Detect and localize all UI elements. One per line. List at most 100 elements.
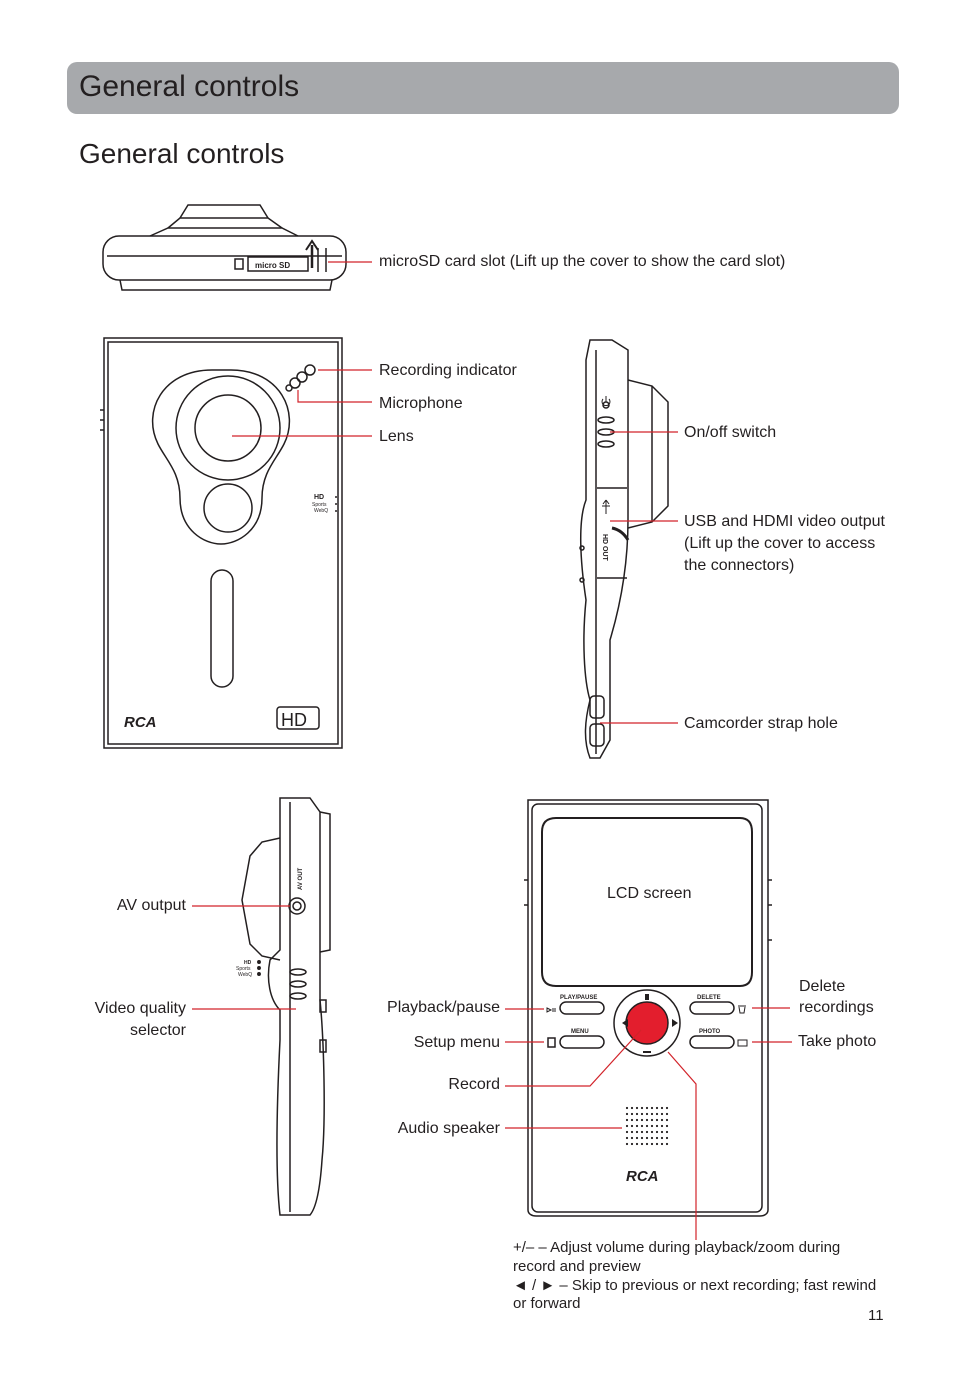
- speaker-hole: [635, 1136, 639, 1140]
- speaker-hole: [630, 1136, 634, 1140]
- speaker-hole: [655, 1136, 659, 1140]
- power-icon: [601, 396, 611, 407]
- banner-title: General controls: [79, 70, 300, 103]
- speaker-hole: [625, 1130, 629, 1134]
- speaker-hole: [630, 1118, 634, 1122]
- speaker-hole: [650, 1130, 654, 1134]
- label-setup-menu: Setup menu: [413, 1034, 500, 1051]
- speaker-hole: [645, 1106, 649, 1110]
- speaker-hole: [640, 1118, 644, 1122]
- label-av-output: AV output: [116, 897, 186, 914]
- side-quality-hd: HD: [244, 960, 252, 966]
- speaker-hole: [665, 1112, 669, 1116]
- plus-icon[interactable]: [645, 994, 649, 1000]
- speaker-hole: [625, 1136, 629, 1140]
- speaker-hole: [665, 1124, 669, 1128]
- play-pause-label: PLAY/PAUSE: [560, 995, 597, 1001]
- speaker-hole: [645, 1142, 649, 1146]
- usb-icon: [602, 499, 610, 514]
- label-skip-line1: ◄ / ► – Skip to previous or next recordi…: [513, 1277, 877, 1294]
- speaker-hole: [655, 1118, 659, 1122]
- label-video-quality-line2: selector: [129, 1022, 186, 1039]
- label-record: Record: [448, 1076, 500, 1093]
- camera-icon: [737, 1039, 748, 1047]
- speaker-hole: [660, 1130, 664, 1134]
- speaker-hole: [665, 1118, 669, 1122]
- speaker-hole: [665, 1106, 669, 1110]
- left-arrow-icon[interactable]: [622, 1019, 628, 1027]
- brand-logo-back: RCA: [626, 1168, 659, 1185]
- label-microsd-slot: microSD card slot (Lift up the cover to …: [379, 253, 786, 270]
- speaker-hole: [645, 1130, 649, 1134]
- speaker-hole: [645, 1112, 649, 1116]
- small-icons: [546, 396, 748, 1047]
- right-arrow-icon[interactable]: [672, 1019, 678, 1027]
- label-playback-pause: Playback/pause: [387, 999, 500, 1016]
- side-quality-sports: Sports: [236, 966, 251, 972]
- speaker-hole: [630, 1124, 634, 1128]
- speaker-hole: [655, 1142, 659, 1146]
- label-recording-indicator: Recording indicator: [379, 362, 517, 379]
- delete-label: DELETE: [697, 995, 721, 1001]
- minus-icon[interactable]: [643, 1051, 651, 1053]
- speaker-hole: [655, 1124, 659, 1128]
- photo-label: PHOTO: [699, 1029, 721, 1035]
- speaker-hole: [640, 1112, 644, 1116]
- label-usb-hdmi-line3: the connectors): [684, 557, 795, 574]
- speaker-hole: [640, 1106, 644, 1110]
- quality-hd-label: HD: [314, 494, 324, 501]
- page-number: 11: [868, 1307, 884, 1324]
- label-usb-hdmi-line1: USB and HDMI video output: [684, 513, 885, 530]
- speaker-hole: [625, 1118, 629, 1122]
- speaker-hole: [625, 1112, 629, 1116]
- speaker-hole: [630, 1130, 634, 1134]
- label-lcd-screen: LCD screen: [607, 885, 692, 902]
- side-quality-webq: WebQ: [238, 972, 252, 978]
- speaker-hole: [635, 1124, 639, 1128]
- speaker-hole: [665, 1136, 669, 1140]
- menu-label: MENU: [571, 1029, 589, 1035]
- label-delete-line1: Delete: [799, 978, 846, 995]
- hd-out-label: HD OUT: [601, 534, 608, 562]
- speaker-hole: [660, 1112, 664, 1116]
- speaker-hole: [635, 1106, 639, 1110]
- speaker-hole: [655, 1130, 659, 1134]
- speaker-hole: [630, 1106, 634, 1110]
- label-take-photo: Take photo: [798, 1033, 877, 1050]
- label-lens: Lens: [379, 428, 414, 445]
- quality-sports-label: Sports: [312, 502, 327, 508]
- speaker-hole: [625, 1106, 629, 1110]
- camcorder-back-view: [524, 799, 772, 1217]
- speaker-grille: [625, 1106, 669, 1146]
- device-labels: micro SD HD Sports WebQ RCA HD HD OUT AV…: [124, 261, 721, 1185]
- camcorder-side-view-right: [579, 339, 669, 759]
- label-video-quality-line1: Video quality: [94, 1000, 186, 1017]
- label-usb-hdmi-line2: (Lift up the cover to access: [684, 535, 876, 552]
- quality-webq-label: WebQ: [314, 508, 328, 514]
- speaker-hole: [660, 1106, 664, 1110]
- play-pause-icon: [546, 1007, 556, 1013]
- label-volume-line2: record and preview: [513, 1258, 641, 1275]
- camcorder-side-view-left: [241, 797, 331, 1216]
- label-microphone: Microphone: [379, 395, 463, 412]
- speaker-hole: [640, 1136, 644, 1140]
- speaker-hole: [640, 1130, 644, 1134]
- speaker-hole: [630, 1112, 634, 1116]
- speaker-hole: [665, 1142, 669, 1146]
- speaker-hole: [635, 1118, 639, 1122]
- label-delete-line2: recordings: [799, 999, 874, 1016]
- label-strap-hole: Camcorder strap hole: [684, 715, 838, 732]
- speaker-hole: [645, 1118, 649, 1122]
- speaker-hole: [655, 1106, 659, 1110]
- speaker-hole: [630, 1142, 634, 1146]
- speaker-hole: [650, 1136, 654, 1140]
- speaker-hole: [640, 1142, 644, 1146]
- speaker-hole: [660, 1142, 664, 1146]
- label-volume-line1: +/– – Adjust volume during playback/zoom…: [513, 1239, 841, 1256]
- speaker-hole: [625, 1142, 629, 1146]
- speaker-hole: [660, 1124, 664, 1128]
- speaker-hole: [665, 1130, 669, 1134]
- dpad-arrows: [622, 994, 678, 1053]
- speaker-hole: [660, 1136, 664, 1140]
